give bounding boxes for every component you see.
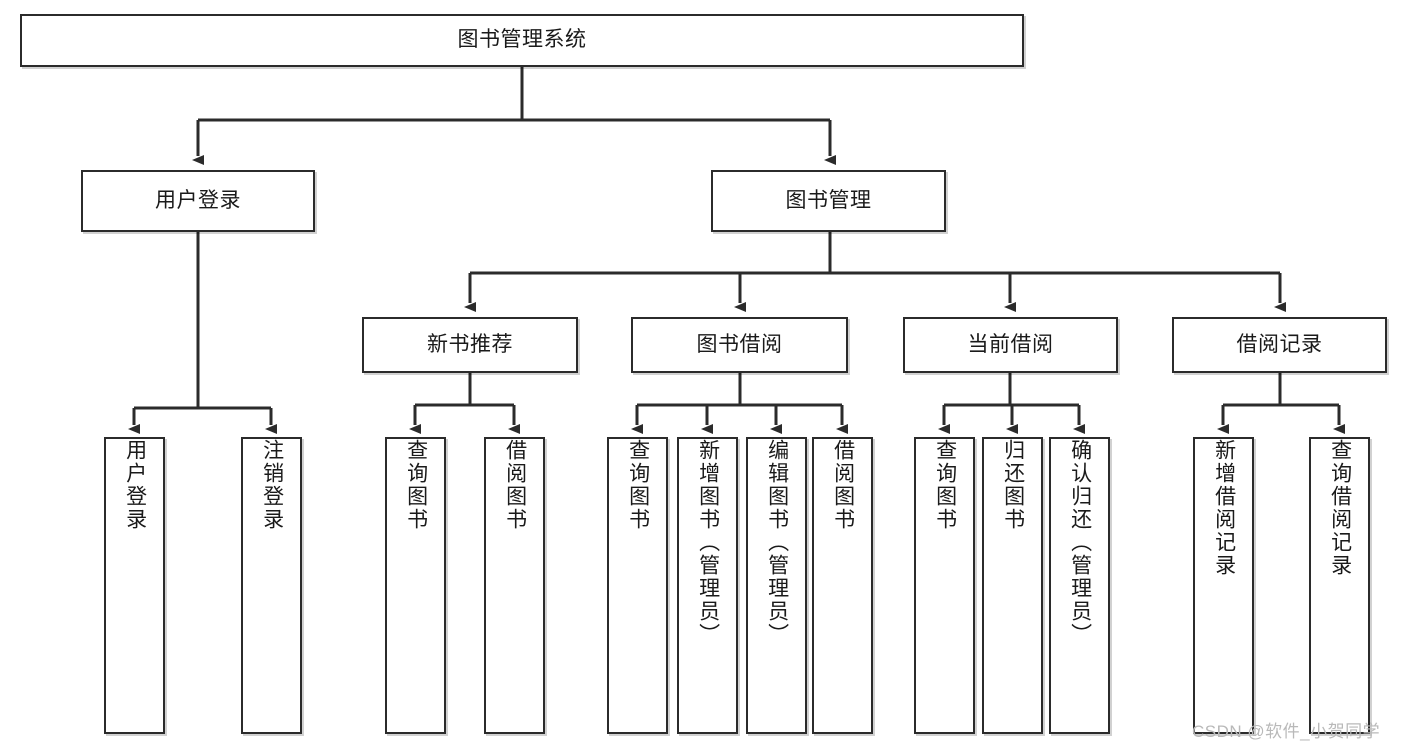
leaf-return-book[interactable]: 归还图书 bbox=[982, 437, 1043, 734]
leaf-add-record[interactable]: 新增借阅记录 bbox=[1193, 437, 1254, 734]
leaf-borrow-book-b-label: 借阅图书 bbox=[831, 439, 855, 531]
leaf-query-book-b[interactable]: 查询图书 bbox=[607, 437, 668, 734]
node-borrow-record[interactable]: 借阅记录 bbox=[1172, 317, 1387, 373]
leaf-add-book[interactable]: 新增图书（管理员） bbox=[677, 437, 738, 734]
node-user-login-label: 用户登录 bbox=[155, 188, 241, 212]
leaf-borrow-book-b[interactable]: 借阅图书 bbox=[812, 437, 873, 734]
leaf-add-record-label: 新增借阅记录 bbox=[1212, 439, 1236, 577]
leaf-borrow-book-a-label: 借阅图书 bbox=[503, 439, 527, 531]
node-borrow-record-label: 借阅记录 bbox=[1236, 332, 1323, 356]
leaf-logout-label: 注销登录 bbox=[260, 439, 284, 531]
leaf-query-book-b-label: 查询图书 bbox=[626, 439, 650, 531]
leaf-query-record-label: 查询借阅记录 bbox=[1328, 439, 1352, 577]
leaf-user-login[interactable]: 用户登录 bbox=[104, 437, 165, 734]
node-current-borrow-label: 当前借阅 bbox=[967, 332, 1054, 356]
node-current-borrow[interactable]: 当前借阅 bbox=[903, 317, 1118, 373]
node-root-system[interactable]: 图书管理系统 bbox=[20, 14, 1024, 67]
leaf-return-book-label: 归还图书 bbox=[1001, 439, 1025, 531]
leaf-query-book-c-label: 查询图书 bbox=[933, 439, 957, 531]
node-book-borrow[interactable]: 图书借阅 bbox=[631, 317, 848, 373]
leaf-query-book-a[interactable]: 查询图书 bbox=[385, 437, 446, 734]
leaf-confirm-return[interactable]: 确认归还（管理员） bbox=[1049, 437, 1110, 734]
leaf-add-book-label: 新增图书（管理员） bbox=[696, 439, 720, 646]
leaf-edit-book-label: 编辑图书（管理员） bbox=[765, 439, 789, 646]
node-new-book-recommend[interactable]: 新书推荐 bbox=[362, 317, 578, 373]
leaf-query-record[interactable]: 查询借阅记录 bbox=[1309, 437, 1370, 734]
leaf-query-book-c[interactable]: 查询图书 bbox=[914, 437, 975, 734]
leaf-confirm-return-label: 确认归还（管理员） bbox=[1068, 439, 1092, 646]
node-book-borrow-label: 图书借阅 bbox=[696, 332, 783, 356]
leaf-edit-book[interactable]: 编辑图书（管理员） bbox=[746, 437, 807, 734]
node-new-book-recommend-label: 新书推荐 bbox=[427, 332, 513, 356]
leaf-user-login-label: 用户登录 bbox=[123, 439, 147, 531]
leaf-borrow-book-a[interactable]: 借阅图书 bbox=[484, 437, 545, 734]
node-root-system-label: 图书管理系统 bbox=[457, 28, 587, 52]
node-book-manage-label: 图书管理 bbox=[785, 188, 872, 212]
node-book-manage[interactable]: 图书管理 bbox=[711, 170, 946, 232]
leaf-query-book-a-label: 查询图书 bbox=[404, 439, 428, 531]
leaf-logout[interactable]: 注销登录 bbox=[241, 437, 302, 734]
node-user-login[interactable]: 用户登录 bbox=[81, 170, 315, 232]
